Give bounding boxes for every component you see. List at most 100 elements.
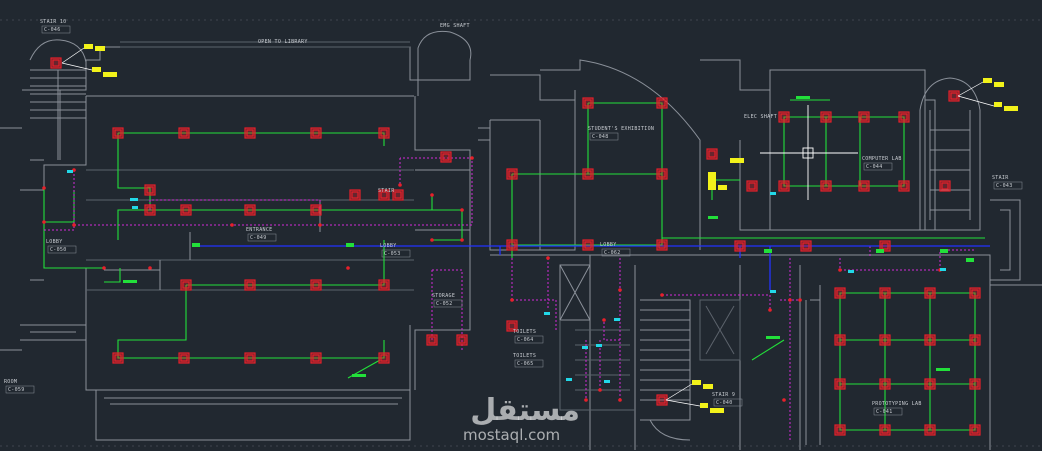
junction-dots bbox=[42, 156, 942, 402]
junction-dot bbox=[798, 298, 802, 302]
junction-dot bbox=[72, 168, 76, 172]
device-tags bbox=[67, 170, 946, 383]
room-code-label: C-053 bbox=[384, 251, 401, 257]
room-name-label: ENTRANCE bbox=[246, 227, 272, 233]
fixture-symbol bbox=[178, 127, 190, 139]
fixture-symbol-inner bbox=[380, 129, 388, 137]
fixture-symbol bbox=[924, 424, 936, 436]
room-name-label: OPEN TO LIBRARY bbox=[258, 39, 308, 45]
fixture-symbol bbox=[924, 287, 936, 299]
fixture-symbol bbox=[310, 127, 322, 139]
fixture-symbol bbox=[582, 239, 594, 251]
fixture-symbol-inner bbox=[182, 206, 190, 214]
fixture-symbol bbox=[778, 180, 790, 192]
fixture-symbol bbox=[656, 97, 668, 109]
fixture-symbol bbox=[834, 287, 846, 299]
fixture-symbol-inner bbox=[351, 191, 359, 199]
junction-dot bbox=[788, 298, 792, 302]
fixture-symbol-inner bbox=[312, 354, 320, 362]
room-code-label: C-062 bbox=[604, 250, 621, 256]
room-code-label: C-048 bbox=[592, 134, 609, 140]
room-code-label: C-064 bbox=[517, 337, 534, 343]
fixture-symbol bbox=[879, 378, 891, 390]
fixture-symbol-inner bbox=[950, 92, 958, 100]
fixture-symbol bbox=[858, 180, 870, 192]
fixture-symbol-inner bbox=[736, 242, 744, 250]
junction-dot bbox=[660, 293, 664, 297]
fixture-symbol-inner bbox=[881, 242, 889, 250]
fixture-symbol-inner bbox=[971, 380, 979, 388]
fixture-symbol-inner bbox=[380, 191, 388, 199]
fixture-symbol bbox=[820, 180, 832, 192]
fixture-symbol bbox=[879, 334, 891, 346]
room-code-box bbox=[514, 359, 544, 368]
fixture-symbol-inner bbox=[146, 186, 154, 194]
fixture-symbol bbox=[969, 424, 981, 436]
room-name-label: STAIR bbox=[992, 175, 1009, 181]
fixture-symbol-inner bbox=[658, 99, 666, 107]
fixture-symbol bbox=[898, 180, 910, 192]
fixture-symbol bbox=[969, 287, 981, 299]
fixture-symbol bbox=[582, 97, 594, 109]
fixture-symbol bbox=[178, 352, 190, 364]
fixture-symbol bbox=[969, 334, 981, 346]
fixture-symbol bbox=[746, 180, 758, 192]
fixture-symbol-inner bbox=[860, 182, 868, 190]
fixture-symbol bbox=[440, 151, 452, 163]
fixture-symbol-inner bbox=[246, 206, 254, 214]
fixture-symbol-inner bbox=[822, 113, 830, 121]
fixture-symbol bbox=[898, 111, 910, 123]
room-code-box bbox=[993, 181, 1023, 190]
room-code-label: C-052 bbox=[436, 301, 453, 307]
fixture-symbol-inner bbox=[312, 206, 320, 214]
fixture-symbol-inner bbox=[380, 354, 388, 362]
fixture-symbol-inner bbox=[114, 129, 122, 137]
fixture-symbol-inner bbox=[780, 113, 788, 121]
fixture-symbol-inner bbox=[458, 336, 466, 344]
fixture-symbol bbox=[392, 189, 404, 201]
fixture-symbol-inner bbox=[881, 289, 889, 297]
fixture-symbol bbox=[800, 240, 812, 252]
fixture-symbol-inner bbox=[428, 336, 436, 344]
room-name-label: COMPUTER LAB bbox=[862, 156, 902, 162]
room-name-label: LOBBY bbox=[380, 243, 397, 249]
fixture-symbol bbox=[820, 111, 832, 123]
fixture-symbol-inner bbox=[971, 336, 979, 344]
fixture-symbol bbox=[310, 279, 322, 291]
fixture-symbol bbox=[879, 424, 891, 436]
panel-tags bbox=[84, 44, 1018, 413]
junction-dot bbox=[598, 388, 602, 392]
room-code-label: C-059 bbox=[8, 387, 25, 393]
fixture-symbol-inner bbox=[802, 242, 810, 250]
room-code-label: C-049 bbox=[250, 235, 267, 241]
junction-dot bbox=[838, 268, 842, 272]
room-code-box bbox=[873, 407, 903, 416]
fixture-symbol bbox=[834, 378, 846, 390]
room-code-box bbox=[41, 25, 71, 34]
room-name-label: PROTOTYPING LAB bbox=[872, 401, 922, 407]
fixture-symbol bbox=[310, 352, 322, 364]
fixture-symbol bbox=[244, 279, 256, 291]
fixture-symbol bbox=[656, 168, 668, 180]
room-name-label: LOBBY bbox=[46, 239, 63, 245]
cad-crosshair bbox=[760, 105, 858, 200]
fixture-symbol-inner bbox=[584, 99, 592, 107]
fixture-symbol bbox=[378, 189, 390, 201]
fixture-symbol bbox=[426, 334, 438, 346]
fixture-symbol bbox=[50, 57, 62, 69]
fixture-symbols bbox=[50, 57, 981, 436]
fixture-symbol-inner bbox=[926, 426, 934, 434]
junction-dot bbox=[510, 298, 514, 302]
room-code-box bbox=[5, 385, 35, 394]
room-name-label: TOILETS bbox=[513, 353, 536, 359]
fixture-symbol bbox=[180, 204, 192, 216]
junction-dot bbox=[42, 186, 46, 190]
room-name-label: STORAGE bbox=[432, 293, 455, 299]
circuit-labels bbox=[123, 96, 974, 377]
fixture-symbol-inner bbox=[971, 289, 979, 297]
fixture-symbol-inner bbox=[926, 380, 934, 388]
fixture-symbol-inner bbox=[114, 354, 122, 362]
fixture-symbol-inner bbox=[180, 129, 188, 137]
